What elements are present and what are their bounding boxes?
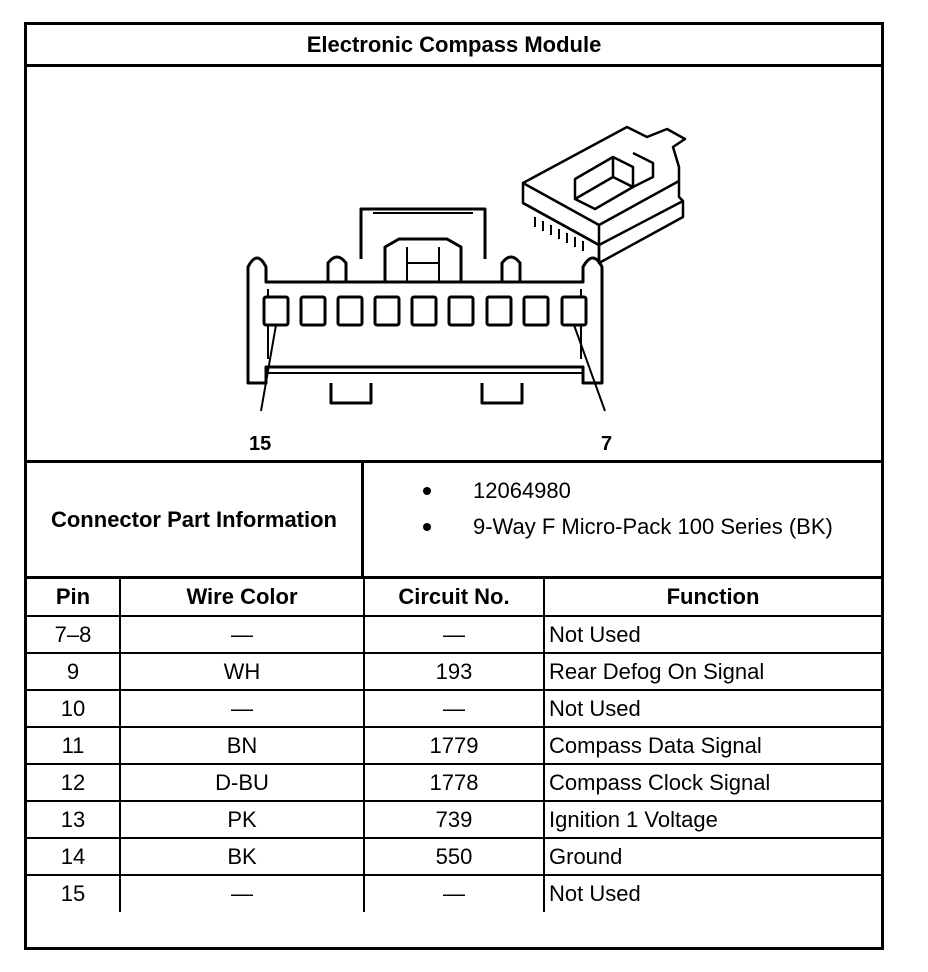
part-info-item: 12064980 (367, 473, 833, 509)
pin-cavity (485, 295, 513, 327)
table-header-row: Pin Wire Color Circuit No. Function (27, 579, 881, 617)
connector-body (246, 256, 604, 385)
header-function: Function (543, 579, 881, 617)
document-frame: Electronic Compass Module (24, 22, 884, 950)
connector-post-left (326, 255, 348, 282)
pin-cavity (410, 295, 438, 327)
pin-cavity (447, 295, 475, 327)
connector-part-info-label: Connector Part Information (27, 463, 364, 576)
connector-post-right (500, 255, 522, 282)
connector-part-info: Connector Part Information 12064980 9-Wa… (27, 463, 881, 579)
connector-part-info-list: 12064980 9-Way F Micro-Pack 100 Series (… (367, 473, 833, 545)
connector-lock-latch (383, 237, 463, 282)
pin-label-left: 15 (249, 433, 271, 455)
pin-label-right: 7 (601, 433, 612, 455)
leader-line-15 (260, 324, 277, 412)
connector-figure: 15 7 (27, 67, 881, 463)
pin-cavity (560, 295, 588, 327)
pin-cavity (373, 295, 401, 327)
pin-cavity (299, 295, 327, 327)
connector-drawing: 15 7 (246, 125, 687, 455)
part-info-item: 9-Way F Micro-Pack 100 Series (BK) (367, 509, 833, 545)
table-row: 7–8——Not Used (27, 615, 881, 654)
pin-cavity (336, 295, 364, 327)
header-wire-color: Wire Color (119, 579, 365, 617)
connector-lock-tab (359, 207, 487, 259)
header-circuit-no: Circuit No. (363, 579, 545, 617)
bullet-icon (423, 487, 431, 495)
connector-key-left (329, 383, 373, 405)
pin-cavities (262, 295, 588, 327)
connector-iso-view (521, 125, 687, 265)
pin-cavity (522, 295, 550, 327)
bullet-icon (423, 523, 431, 531)
header-pin: Pin (27, 579, 121, 617)
pinout-table: Pin Wire Color Circuit No. Function 7–8—… (27, 579, 881, 912)
table-row: 10——Not Used (27, 689, 881, 728)
connector-key-right (480, 383, 524, 405)
table-row: 15——Not Used (27, 874, 881, 912)
page-title: Electronic Compass Module (27, 25, 881, 67)
leader-line-7 (573, 324, 606, 412)
pin-cavity (262, 295, 290, 327)
